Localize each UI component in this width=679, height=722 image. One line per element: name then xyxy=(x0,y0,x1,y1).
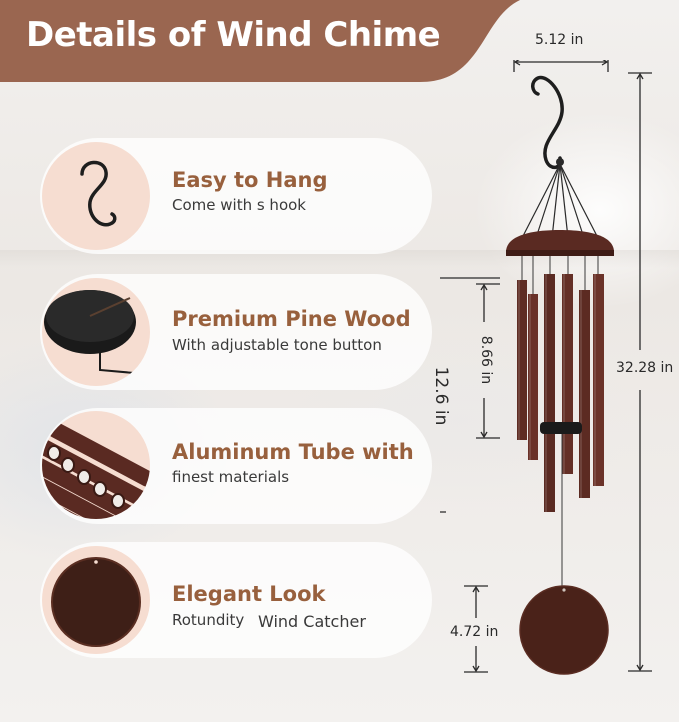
aluminum-tubes-icon xyxy=(42,411,150,519)
wind-chime-illustration xyxy=(440,60,652,675)
feature-subtitle2-elegant-look: Wind Catcher xyxy=(258,612,366,631)
feature-subtitle-aluminum-tube: finest materials xyxy=(172,468,290,486)
dimension-short-tube: 8.66 in xyxy=(478,335,494,385)
page-title: Details of Wind Chime xyxy=(26,15,441,55)
chime-striker xyxy=(540,422,582,434)
s-hook-icon xyxy=(42,142,150,250)
feature-subtitle-pine-wood: With adjustable tone button xyxy=(172,336,382,354)
feature-title-easy-to-hang: Easy to Hang xyxy=(172,168,328,192)
dimension-catcher-diameter: 4.72 in xyxy=(450,624,499,640)
dimension-total-height: 32.28 in xyxy=(616,360,674,376)
tube-threads xyxy=(521,256,599,294)
tone-button-icon xyxy=(42,278,150,386)
short-tube-dimension-line xyxy=(476,283,500,439)
chime-strings xyxy=(521,163,599,239)
feature-title-pine-wood: Premium Pine Wood xyxy=(172,307,411,331)
feature-subtitle-easy-to-hang: Come with s hook xyxy=(172,196,306,214)
chime-wind-catcher xyxy=(520,586,608,674)
feature-title-elegant-look: Elegant Look xyxy=(172,582,326,606)
chime-top-wood xyxy=(506,230,614,252)
chime-s-hook xyxy=(531,75,564,170)
dimension-long-tube: 12.6 in xyxy=(431,366,451,426)
wind-catcher-icon xyxy=(42,546,150,654)
header-banner: Details of Wind Chime xyxy=(0,0,679,82)
total-height-dimension-line xyxy=(628,72,652,672)
dimension-top-width: 5.12 in xyxy=(535,32,584,48)
chime-tubes xyxy=(517,274,604,512)
catcher-diameter-dimension-line xyxy=(464,585,488,673)
feature-title-aluminum-tube: Aluminum Tube with xyxy=(172,440,414,464)
long-tube-dimension-line xyxy=(440,277,500,513)
top-width-dimension-line xyxy=(513,60,609,72)
feature-subtitle-elegant-look: Rotundity xyxy=(172,611,245,629)
header-shape xyxy=(0,0,520,82)
